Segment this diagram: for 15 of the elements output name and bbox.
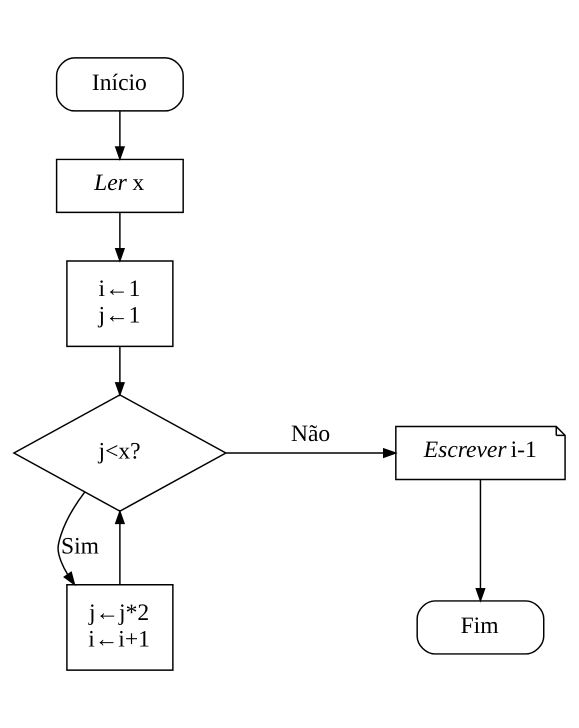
node-box: Início <box>56 57 184 112</box>
node-box: Ler x <box>56 158 184 214</box>
edge-label: Não <box>290 420 330 447</box>
node-box: j←j*2 i←i+1 <box>66 584 174 671</box>
arrow <box>114 346 126 397</box>
node-box: Fim <box>416 600 544 655</box>
arrow <box>114 509 126 584</box>
arrow <box>475 480 486 603</box>
arrow <box>57 492 86 586</box>
arrow <box>114 212 126 263</box>
arrow <box>226 448 398 458</box>
node-diamond: j<x? <box>12 394 228 512</box>
node-box: i←1 j←1 <box>66 260 174 348</box>
arrow <box>114 111 126 162</box>
edge-label: Sim <box>61 534 99 560</box>
